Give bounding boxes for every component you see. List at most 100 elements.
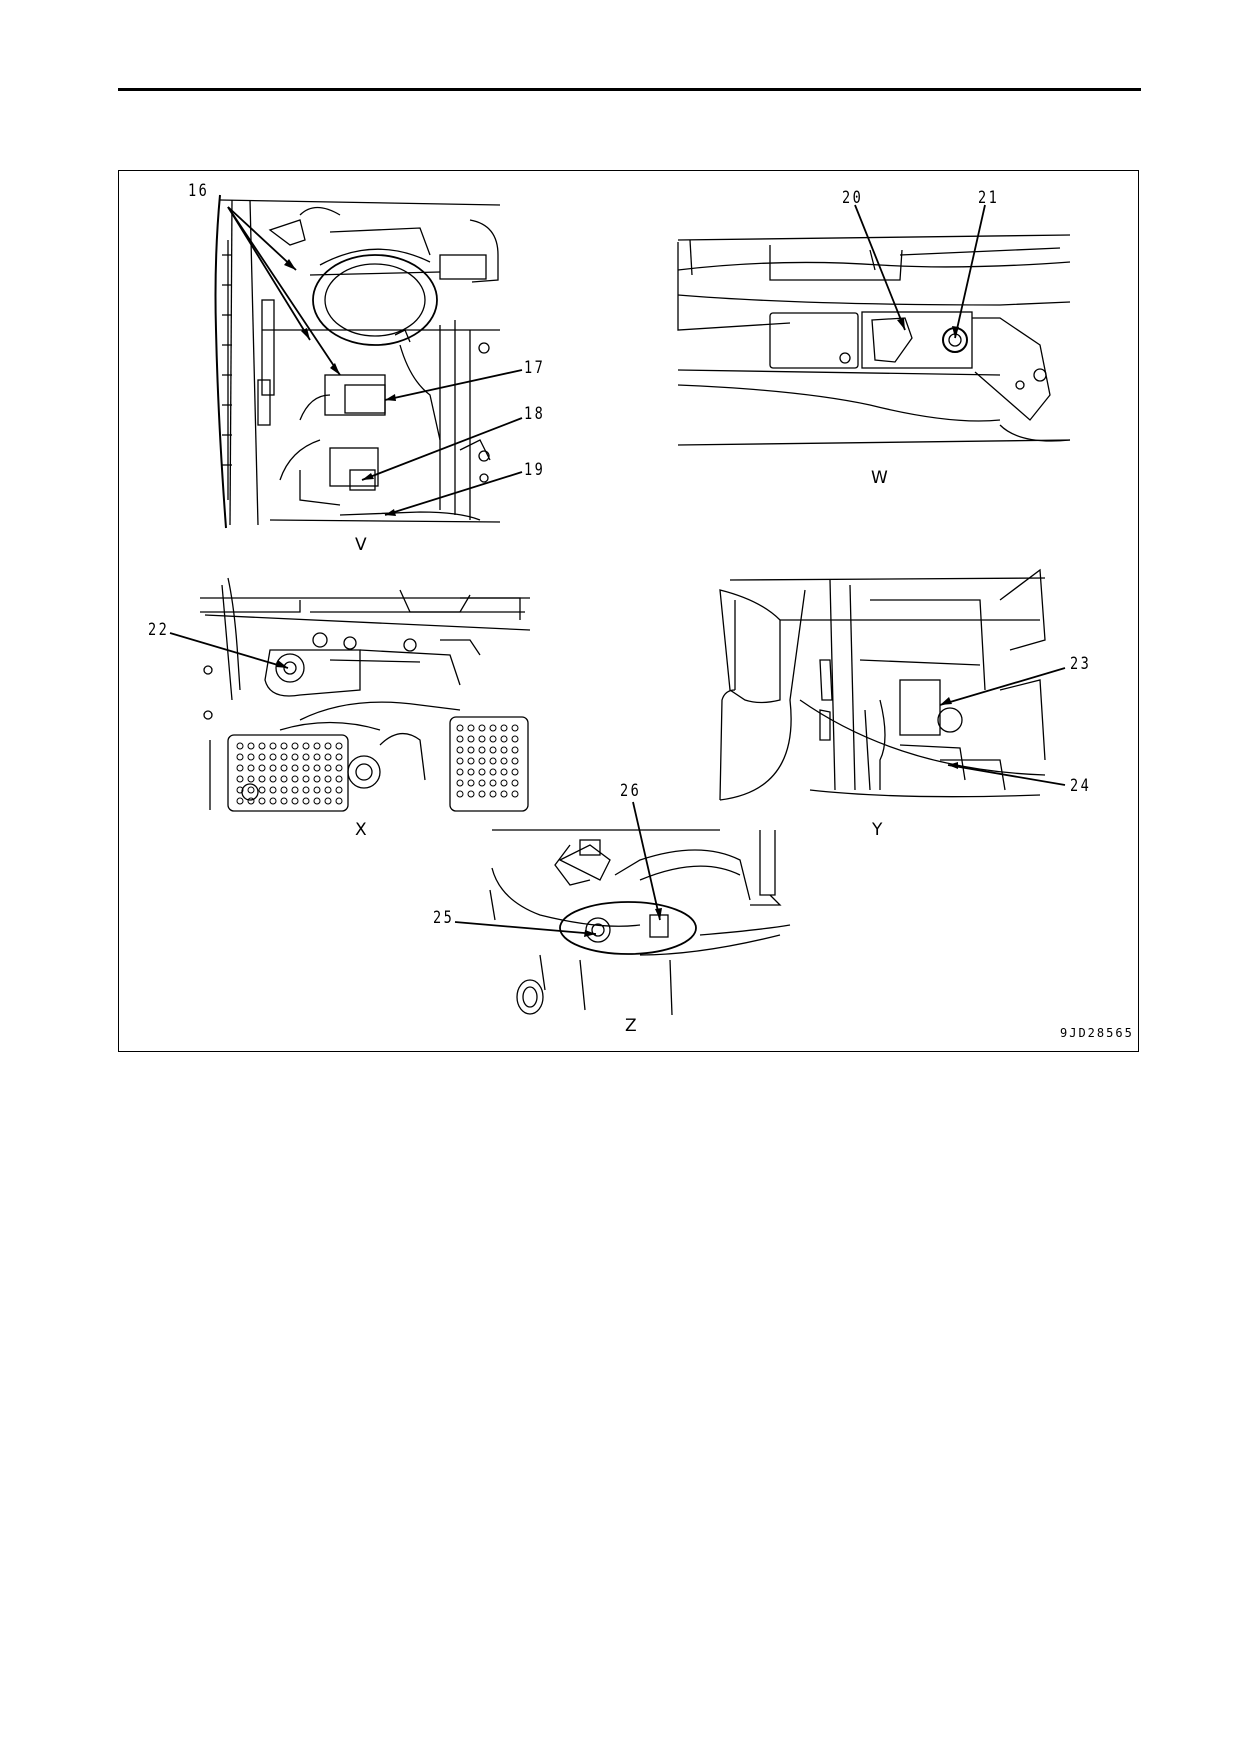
view-label-x: X (355, 820, 367, 840)
view-v-drawing (214, 194, 501, 529)
callout-24: 24 (1070, 776, 1092, 796)
grate-hole (313, 742, 321, 750)
grate-hole (258, 753, 266, 761)
callout-16: 16 (188, 181, 210, 201)
grate-hole (291, 764, 299, 772)
grate-hole (313, 797, 321, 805)
grate-hole (467, 757, 475, 765)
callout-21: 21 (978, 188, 1000, 208)
callout-18: 18 (524, 404, 546, 424)
grate-hole (302, 775, 310, 783)
grate-hole (335, 753, 343, 761)
grate-hole (500, 735, 508, 743)
grate-hole (500, 757, 508, 765)
grate-hole (335, 797, 343, 805)
grate-hole (269, 786, 277, 794)
callout-23: 23 (1070, 654, 1092, 674)
leader-arrowheads (276, 259, 959, 937)
figure-frame (118, 170, 1139, 1052)
callout-22: 22 (148, 620, 170, 640)
grate-hole (302, 753, 310, 761)
grate-hole (258, 775, 266, 783)
grate-hole (467, 790, 475, 798)
grate-hole (456, 790, 464, 798)
grate-hole (489, 779, 497, 787)
grate-hole (511, 779, 519, 787)
grate-hole (302, 742, 310, 750)
grate-hole (313, 753, 321, 761)
callout-25: 25 (433, 908, 455, 928)
grate-hole (489, 768, 497, 776)
grate-hole (500, 746, 508, 754)
grate-hole (280, 742, 288, 750)
grate-hole (489, 724, 497, 732)
grate-hole (456, 746, 464, 754)
grate-hole (269, 775, 277, 783)
grate-hole (324, 797, 332, 805)
grate-hole (247, 775, 255, 783)
grate-hole (236, 742, 244, 750)
header-rule (118, 88, 1141, 91)
grate-hole (456, 768, 464, 776)
grate-hole (247, 764, 255, 772)
grate-hole (258, 764, 266, 772)
grate-hole (269, 753, 277, 761)
grate-hole (489, 735, 497, 743)
grate-hole (302, 797, 310, 805)
grate-hole (280, 775, 288, 783)
grate-hole (467, 724, 475, 732)
grate-hole (489, 746, 497, 754)
grate-hole (456, 757, 464, 765)
grate-hole (335, 764, 343, 772)
grate-hole (511, 735, 519, 743)
grate-hole (467, 735, 475, 743)
grate-hole (236, 753, 244, 761)
grate-hole (291, 786, 299, 794)
grate-hole (280, 764, 288, 772)
grate-hole (467, 779, 475, 787)
grate-hole (511, 746, 519, 754)
grate-hole (302, 786, 310, 794)
grate-hole (324, 753, 332, 761)
grate-hole (335, 786, 343, 794)
grate-hole (258, 797, 266, 805)
grate-hole (511, 790, 519, 798)
grate-hole (313, 775, 321, 783)
callout-17: 17 (524, 358, 546, 378)
grate-hole (247, 786, 255, 794)
grate-hole (247, 742, 255, 750)
grate-hole (500, 779, 508, 787)
grate-hole (247, 797, 255, 805)
grate-hole (478, 735, 486, 743)
grate-hole (335, 742, 343, 750)
grate-hole (247, 753, 255, 761)
grate-hole (236, 786, 244, 794)
leader-lines (169, 204, 1066, 935)
grate-hole (511, 757, 519, 765)
grate-hole (280, 797, 288, 805)
grate-hole (456, 779, 464, 787)
grate-hole (291, 753, 299, 761)
grate-hole (335, 775, 343, 783)
view-y-drawing (719, 568, 1046, 801)
view-x-grate-dots (236, 724, 519, 805)
grate-hole (258, 786, 266, 794)
grate-hole (478, 790, 486, 798)
grate-hole (324, 786, 332, 794)
grate-hole (456, 735, 464, 743)
grate-hole (478, 768, 486, 776)
grate-hole (456, 724, 464, 732)
grate-hole (489, 790, 497, 798)
grate-hole (500, 724, 508, 732)
grate-hole (291, 742, 299, 750)
grate-hole (324, 764, 332, 772)
grate-hole (500, 790, 508, 798)
grate-hole (324, 775, 332, 783)
grate-hole (478, 757, 486, 765)
callout-20: 20 (842, 188, 864, 208)
grate-hole (313, 764, 321, 772)
view-label-w: W (871, 468, 888, 488)
callout-19: 19 (524, 460, 546, 480)
view-label-y: Y (872, 820, 883, 840)
grate-hole (236, 764, 244, 772)
